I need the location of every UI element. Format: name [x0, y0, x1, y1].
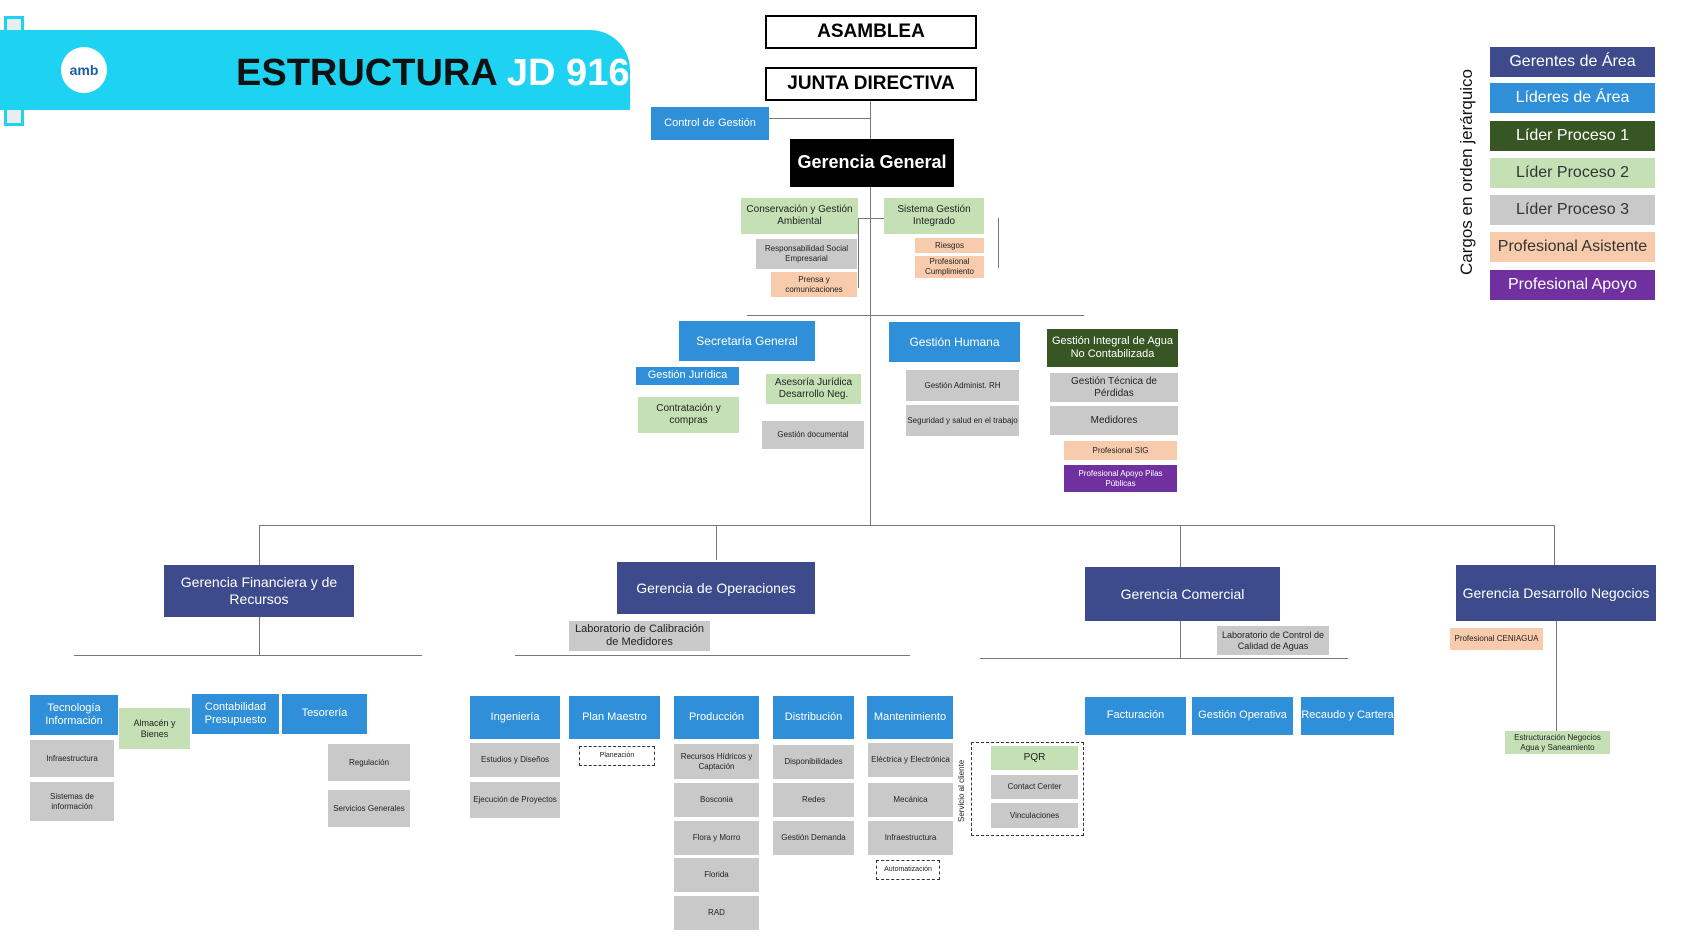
- admin-bar-line: [747, 315, 1084, 316]
- gestion-integral-agua-box: Gestión Integral de Agua No Contabilizad…: [1047, 329, 1178, 367]
- laboratorio-calibracion-box: Laboratorio de Calibración de Medidores: [569, 621, 710, 651]
- dev-children-line: [1556, 620, 1557, 732]
- conservacion-box: Conservación y Gestión Ambiental: [741, 198, 858, 234]
- junta-directiva-box: JUNTA DIRECTIVA: [765, 67, 977, 101]
- responsabilidad-social-box: Responsabilidad Social Empresarial: [756, 239, 857, 269]
- title-accent: JD 916: [506, 52, 630, 94]
- bosconia-box: Bosconia: [674, 783, 759, 817]
- vinculaciones-box: Vinculaciones: [991, 803, 1078, 828]
- electrica-electronica-box: Eléctrica y Electrónica: [868, 743, 953, 777]
- legend-caption: Cargos en orden jerárquico: [1457, 68, 1476, 275]
- servicio-cliente-label: Servicio al cliente: [957, 759, 966, 822]
- fin-children-drop: [259, 615, 260, 655]
- disponibilidades-box: Disponibilidades: [773, 745, 854, 779]
- distribucion-box: Distribución: [773, 696, 854, 739]
- florida-box: Florida: [674, 858, 759, 892]
- facturacion-box: Facturación: [1085, 697, 1186, 735]
- flora-morro-box: Flora y Morro: [674, 821, 759, 855]
- gestion-juridica-box: Gestión Jurídica: [636, 367, 739, 385]
- legend-lideres-area: Líderes de Área: [1490, 83, 1655, 113]
- legend-profesional-apoyo: Profesional Apoyo: [1490, 270, 1655, 300]
- dev-drop-line: [1554, 525, 1555, 565]
- page-title: ESTRUCTURA JD 916: [236, 52, 629, 95]
- gestion-demanda-box: Gestión Demanda: [773, 821, 854, 855]
- com-children-drop: [1180, 620, 1181, 658]
- gerencia-operaciones-box: Gerencia de Operaciones: [617, 562, 815, 614]
- contact-center-box: Contact Center: [991, 775, 1078, 799]
- gestion-tecnica-perdidas-box: Gestión Técnica de Pérdidas: [1050, 373, 1178, 402]
- ops-children-line: [515, 655, 910, 656]
- servicios-generales-box: Servicios Generales: [328, 790, 410, 827]
- contratacion-box: Contratación y compras: [638, 397, 739, 433]
- gerencia-comercial-box: Gerencia Comercial: [1085, 567, 1280, 621]
- profesional-sig-box: Profesional SIG: [1064, 441, 1177, 460]
- fin-drop-line: [259, 525, 260, 565]
- asesoria-juridica-box: Asesoría Jurídica Desarrollo Neg.: [766, 374, 861, 404]
- gerencia-general-box: Gerencia General: [790, 139, 954, 187]
- amb-logo: amb: [61, 47, 107, 93]
- sig-box: Sistema Gestión Integrado: [884, 198, 984, 234]
- produccion-box: Producción: [674, 696, 759, 739]
- tesoreria-box: Tesorería: [282, 694, 367, 734]
- medidores-box: Medidores: [1050, 406, 1178, 435]
- estudios-disenos-box: Estudios y Diseños: [470, 743, 560, 777]
- rad-box: RAD: [674, 896, 759, 930]
- legend-lider-proceso-3: Líder Proceso 3: [1490, 195, 1655, 225]
- control-connector: [768, 118, 870, 119]
- automatizacion-box: Automatización: [876, 860, 940, 880]
- tecnologia-informacion-box: Tecnología Información: [30, 695, 118, 735]
- gerencia-desarrollo-box: Gerencia Desarrollo Negocios: [1456, 565, 1656, 621]
- legend-lider-proceso-1: Líder Proceso 1: [1490, 121, 1655, 151]
- control-gestion-box: Control de Gestión: [651, 107, 769, 140]
- sistemas-informacion-box: Sistemas de información: [30, 782, 114, 821]
- gestion-documental-box: Gestión documental: [762, 421, 864, 449]
- legend-profesional-asistente: Profesional Asistente: [1490, 232, 1655, 262]
- almacen-bienes-box: Almacén y Bienes: [119, 708, 190, 749]
- recaudo-cartera-box: Recaudo y Cartera: [1301, 697, 1394, 735]
- legend-gerentes: Gerentes de Área: [1490, 47, 1655, 77]
- mecanica-box: Mecánica: [868, 783, 953, 817]
- logo-text: amb: [69, 62, 99, 78]
- gg-staff-connector: [858, 218, 884, 219]
- pqr-box: PQR: [991, 746, 1078, 770]
- com-drop-line: [1180, 525, 1181, 567]
- infraestructura-mant-box: Infraestructura: [868, 821, 953, 855]
- planeacion-box: Planeación: [579, 746, 655, 766]
- riesgos-box: Riesgos: [915, 238, 984, 253]
- ejecucion-proyectos-box: Ejecución de Proyectos: [470, 782, 560, 818]
- conservacion-branch: [858, 218, 859, 288]
- laboratorio-control-box: Laboratorio de Control de Calidad de Agu…: [1217, 626, 1329, 655]
- gestion-humana-box: Gestión Humana: [889, 322, 1020, 362]
- contabilidad-presupuesto-box: Contabilidad Presupuesto: [192, 694, 279, 734]
- profesional-cumplimiento-box: Profesional Cumplimiento: [915, 256, 984, 278]
- servicio-cliente-group: [971, 742, 1084, 836]
- plan-maestro-box: Plan Maestro: [569, 696, 660, 739]
- ops-drop-line: [716, 525, 717, 560]
- ingenieria-box: Ingeniería: [470, 696, 560, 739]
- gerencia-financiera-box: Gerencia Financiera y de Recursos: [164, 565, 354, 617]
- gestion-operativa-box: Gestión Operativa: [1192, 697, 1293, 735]
- title-main: ESTRUCTURA: [236, 52, 497, 94]
- legend-lider-proceso-2: Líder Proceso 2: [1490, 158, 1655, 188]
- com-children-line: [980, 658, 1348, 659]
- gerencias-bar-line: [259, 525, 1555, 526]
- sig-branch: [998, 218, 999, 268]
- recursos-hidricos-box: Recursos Hídricos y Captación: [674, 744, 759, 779]
- seguridad-salud-box: Seguridad y salud en el trabajo: [906, 405, 1019, 436]
- profesional-ceniagua-box: Profesional CENIAGUA: [1450, 628, 1543, 650]
- gestion-administ-rh-box: Gestión Administ. RH: [906, 370, 1019, 401]
- infraestructura-ti-box: Infraestructura: [30, 740, 114, 777]
- fin-children-line: [74, 655, 422, 656]
- prensa-box: Prensa y comunicaciones: [771, 272, 857, 297]
- regulacion-box: Regulación: [328, 744, 410, 781]
- asamblea-box: ASAMBLEA: [765, 15, 977, 49]
- mantenimiento-box: Mantenimiento: [867, 696, 953, 739]
- profesional-apoyo-pilas-box: Profesional Apoyo Pilas Públicas: [1064, 465, 1177, 492]
- estructuracion-negocios-box: Estructuración Negocios Agua y Saneamien…: [1505, 731, 1610, 754]
- secretaria-general-box: Secretaría General: [679, 321, 815, 361]
- main-trunk-line: [870, 100, 871, 525]
- redes-box: Redes: [773, 783, 854, 817]
